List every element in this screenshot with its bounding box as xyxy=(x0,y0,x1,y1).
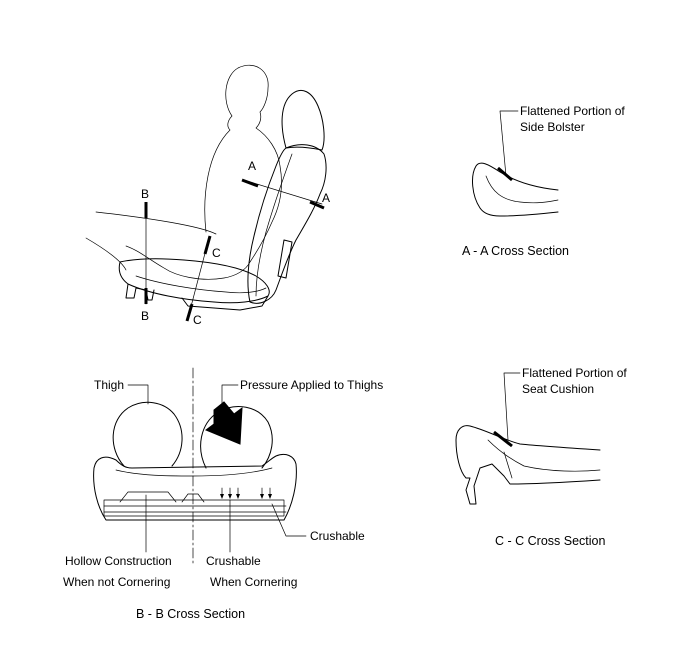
hollow-cavity xyxy=(119,491,205,503)
cut-mark-a-top xyxy=(241,178,259,188)
right-thigh xyxy=(200,406,273,469)
occupant-outline xyxy=(85,64,282,280)
cornering-label: When Cornering xyxy=(210,575,297,589)
thigh-label: Thigh xyxy=(94,378,124,392)
cut-label-a-bottom: A xyxy=(322,191,330,205)
seatback-side-panel xyxy=(277,239,293,279)
cut-label-b-top: B xyxy=(141,187,149,201)
seat-cushion-inner-line xyxy=(135,275,267,294)
section-b: Thigh Pressure Applied to Thighs Hollow … xyxy=(63,367,383,621)
section-c: Flattened Portion of Seat Cushion C - C … xyxy=(455,366,627,548)
section-b-cushion-top xyxy=(115,467,273,477)
section-c-callout-line1: Flattened Portion of xyxy=(522,366,627,380)
crushable-right-leader xyxy=(271,503,307,537)
section-a-flattened-mark xyxy=(497,166,513,182)
cut-label-b-bottom: B xyxy=(141,309,149,323)
section-c-leader xyxy=(503,372,521,441)
cut-label-c-top: C xyxy=(212,246,221,260)
section-c-inner-line xyxy=(487,439,601,479)
seat-cushion xyxy=(118,258,270,304)
crushable-right-label: Crushable xyxy=(310,529,365,543)
section-b-caption: B - B Cross Section xyxy=(136,607,245,621)
pressure-arrow-icon xyxy=(204,401,243,445)
not-cornering-label: When not Cornering xyxy=(63,575,170,589)
section-c-flattened-mark xyxy=(493,430,513,448)
section-b-cushion-outline xyxy=(93,453,297,521)
cut-label-a-top: A xyxy=(248,159,256,173)
section-a-inner-line xyxy=(485,175,559,204)
left-thigh xyxy=(112,401,183,467)
cut-mark-c-bottom xyxy=(185,303,194,322)
section-a-leader xyxy=(499,110,519,177)
section-a-callout-line1: Flattened Portion of xyxy=(520,104,625,118)
cut-mark-a-bottom xyxy=(309,200,325,210)
crush-arrows xyxy=(220,487,272,499)
hollow-construction-label: Hollow Construction xyxy=(65,554,172,568)
section-a-callout-line2: Side Bolster xyxy=(520,120,585,134)
headrest xyxy=(281,90,325,151)
section-c-caption: C - C Cross Section xyxy=(495,534,605,548)
thigh-leader xyxy=(127,384,149,405)
section-a: Flattened Portion of Side Bolster A - A … xyxy=(462,104,625,258)
section-c-callout-line2: Seat Cushion xyxy=(522,382,594,396)
section-b-cushion-inner xyxy=(103,505,287,513)
seatback xyxy=(247,144,327,304)
cut-mark-c-top xyxy=(203,235,212,255)
pressure-leader xyxy=(221,384,239,407)
section-a-bolster-outline xyxy=(472,162,559,217)
seat-side-view: A A B B C C xyxy=(85,64,330,327)
section-b-frame xyxy=(103,499,285,517)
section-a-caption: A - A Cross Section xyxy=(462,244,569,258)
cut-line-a xyxy=(243,179,323,205)
section-c-cushion-outline xyxy=(455,425,601,505)
seat-frame xyxy=(125,283,269,311)
cut-label-c-bottom: C xyxy=(193,313,202,327)
crushable-center-label: Crushable xyxy=(206,554,261,568)
pressure-label: Pressure Applied to Thighs xyxy=(240,378,383,392)
